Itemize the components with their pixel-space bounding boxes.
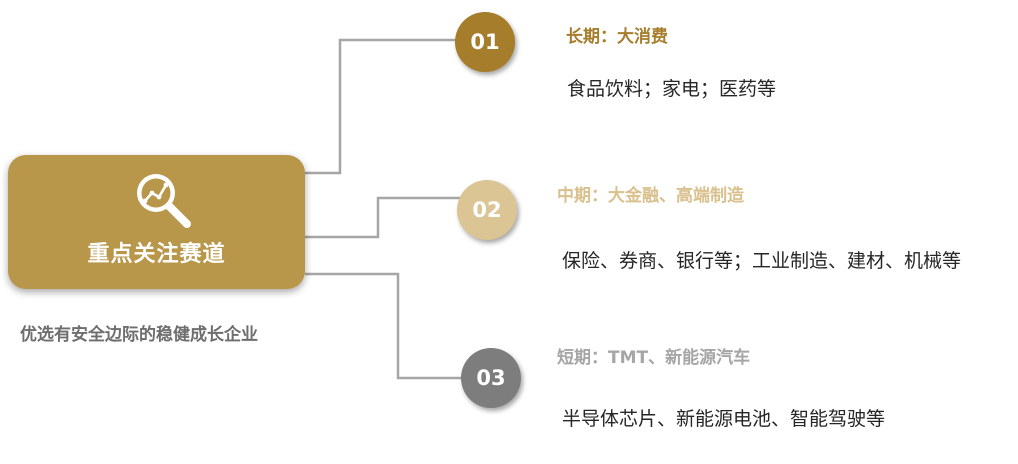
badge-01: 01 bbox=[455, 12, 515, 72]
connector-line-03 bbox=[305, 272, 462, 380]
heading-short-term: 短期：TMT、新能源汽车 bbox=[557, 348, 751, 368]
badge-02: 02 bbox=[457, 180, 517, 240]
heading-long-term: 长期：大消费 bbox=[566, 27, 668, 47]
detail-mid-term: 保险、券商、银行等；工业制造、建材、机械等 bbox=[562, 250, 962, 272]
heading-mid-term: 中期：大金融、高端制造 bbox=[557, 186, 744, 206]
magnifier-chart-icon bbox=[137, 174, 191, 228]
badge-03: 03 bbox=[461, 348, 521, 408]
detail-short-term: 半导体芯片、新能源电池、智能驾驶等 bbox=[562, 408, 886, 430]
main-topic-title: 重点关注赛道 bbox=[87, 242, 226, 267]
connector-line-02 bbox=[305, 196, 460, 239]
connector-line-01 bbox=[305, 38, 458, 175]
main-topic-box: 重点关注赛道 bbox=[8, 155, 305, 289]
detail-long-term: 食品饮料；家电；医药等 bbox=[567, 78, 777, 100]
main-topic-subtitle: 优选有安全边际的稳健成长企业 bbox=[20, 325, 258, 345]
